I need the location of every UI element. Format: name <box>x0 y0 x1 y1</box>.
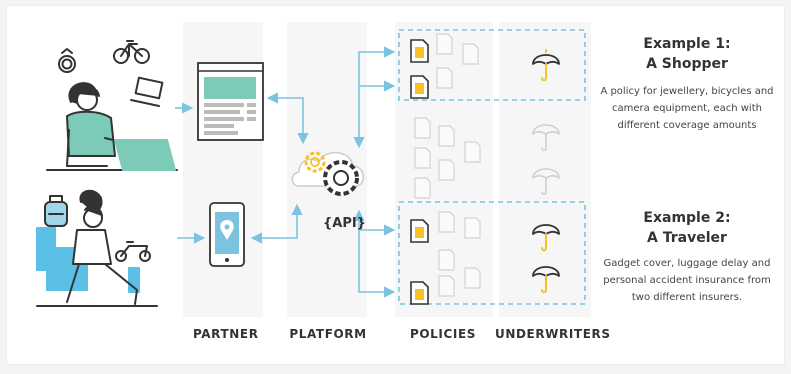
document-icon <box>410 281 429 305</box>
example1-desc-line: A policy for jewellery, bicycles and <box>600 86 774 97</box>
example2-desc-line: personal accident insurance from <box>603 275 771 286</box>
connection-arrows <box>175 46 396 298</box>
example2-highlight-box <box>398 201 586 305</box>
column-label-policies: POLICIES <box>409 327 477 341</box>
smartphone-map-icon <box>209 202 245 267</box>
document-icon <box>410 219 429 243</box>
diagram-canvas <box>36 22 591 317</box>
webpage-icon <box>197 62 264 141</box>
umbrella-icon <box>532 224 560 252</box>
example2-subtitle: A Traveler <box>647 230 727 246</box>
example2-desc-line: two different insurers. <box>631 292 743 303</box>
document-icon <box>410 75 429 99</box>
example2-title: Example 2: <box>643 210 731 226</box>
diagram-card: {API} PARTNER PLATFORM POLICIES UNDERWRI… <box>7 6 784 364</box>
traveler-illustration <box>36 189 158 307</box>
example1-title: Example 1: <box>643 36 731 52</box>
column-label-underwriters: UNDERWRITERS <box>495 327 611 341</box>
example1-description: A policy for jewellery, bicycles and cam… <box>592 83 782 134</box>
umbrella-icon <box>532 266 560 294</box>
underwriter-umbrellas <box>532 49 560 294</box>
scooter-icon <box>115 241 151 262</box>
example1-highlight-box <box>398 29 586 101</box>
api-label: {API} <box>323 216 366 231</box>
backpack-icon <box>44 195 68 227</box>
ring-icon <box>58 48 76 73</box>
document-icon <box>410 39 429 63</box>
bicycle-icon <box>113 40 150 64</box>
example2-description: Gadget cover, luggage delay and personal… <box>592 255 782 306</box>
example2-desc-line: Gadget cover, luggage delay and <box>603 258 771 269</box>
example1-desc-line: camera equipment, each with <box>612 103 762 114</box>
example1-desc-line: different coverage amounts <box>617 120 757 131</box>
example1-subtitle: A Shopper <box>646 56 728 72</box>
shopper-illustration <box>46 40 178 171</box>
laptop-icon <box>130 76 164 107</box>
faded-umbrellas <box>532 124 560 196</box>
policy-documents <box>410 33 481 305</box>
umbrella-icon <box>532 49 560 82</box>
column-label-platform: PLATFORM <box>289 327 367 341</box>
column-label-partner: PARTNER <box>193 327 259 341</box>
gear-icon <box>304 151 359 196</box>
faded-documents <box>414 33 481 297</box>
